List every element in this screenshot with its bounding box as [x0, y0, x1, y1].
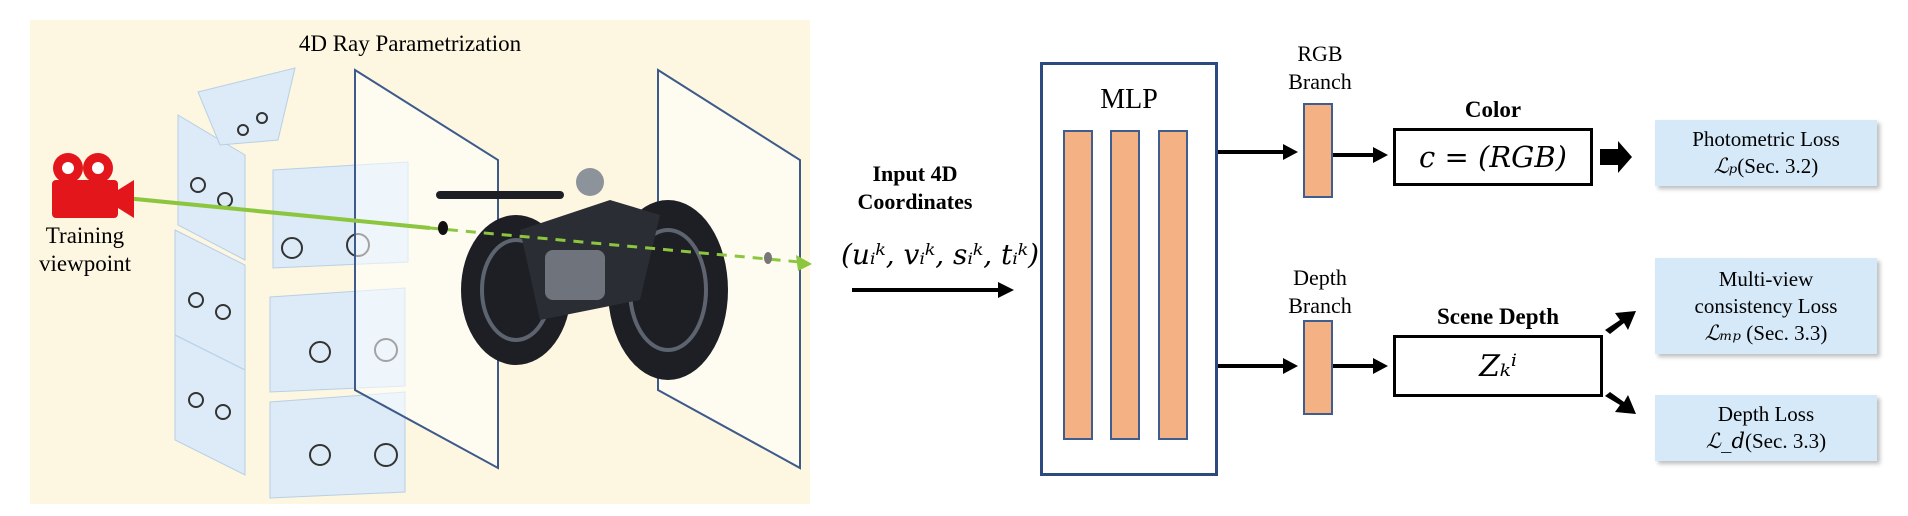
photometric-loss-box: Photometric Loss ℒₚ(Sec. 3.2)	[1655, 120, 1877, 186]
ray-arrowhead	[796, 255, 812, 271]
arrow-depth-to-depthloss	[1605, 392, 1636, 414]
photometric-loss-ref: ℒₚ(Sec. 3.2)	[1655, 153, 1877, 180]
depth-loss-symbol: ℒ_d	[1705, 429, 1745, 453]
color-formula: c = (RGB)	[1393, 128, 1593, 186]
video-camera-icon	[52, 153, 134, 218]
motorcycle-render	[436, 168, 728, 380]
depth-loss-box: Depth Loss ℒ_d(Sec. 3.3)	[1655, 395, 1877, 461]
photometric-loss-section: (Sec. 3.2)	[1737, 154, 1819, 178]
mlp-label: MLP	[1100, 84, 1158, 115]
arrow-color-to-photometric	[1600, 141, 1632, 173]
ray-plane-front	[354, 68, 499, 470]
view-thumbnail	[174, 334, 246, 476]
camera-label-line2: viewpoint	[39, 251, 131, 276]
arrow-depth-to-multiview	[1605, 311, 1636, 334]
color-title: Color	[1464, 97, 1522, 122]
rgb-branch-line1: RGB	[1297, 41, 1343, 66]
scene-title: 4D Ray Parametrization	[298, 31, 522, 56]
camera-label-line1: Training	[45, 223, 125, 248]
multiview-loss-section: (Sec. 3.3)	[1741, 320, 1828, 345]
mlp-layer	[1158, 130, 1188, 440]
input-formula: (uᵢᵏ, vᵢᵏ, sᵢᵏ, tᵢᵏ)	[840, 238, 1040, 271]
multiview-loss-line2: consistency Loss	[1694, 293, 1838, 318]
ray-intersection-point	[764, 252, 772, 264]
mlp-layer	[1063, 130, 1093, 440]
depth-branch-line2: Branch	[1288, 293, 1352, 318]
rgb-branch-label: RGB Branch	[1270, 40, 1370, 96]
depth-branch-line1: Depth	[1293, 265, 1347, 290]
input-title: Input 4D Coordinates	[840, 160, 990, 216]
multiview-loss-ref: ℒₘₚ (Sec. 3.3)	[1655, 320, 1877, 347]
depth-formula: Zₖⁱ	[1393, 335, 1603, 397]
photometric-loss-symbol: ℒₚ	[1713, 154, 1738, 178]
input-title-line2: Coordinates	[857, 189, 973, 214]
multiview-loss-line1: Multi-view	[1718, 266, 1814, 291]
mlp-layer	[1110, 130, 1140, 440]
photometric-loss-title: Photometric Loss	[1692, 127, 1840, 151]
view-thumbnail	[269, 391, 406, 499]
camera-ray-dashed	[429, 226, 801, 264]
multiview-loss-box: Multi-view consistency Loss ℒₘₚ (Sec. 3.…	[1655, 258, 1877, 354]
multiview-loss-symbol: ℒₘₚ	[1704, 320, 1742, 345]
rgb-branch-line2: Branch	[1288, 69, 1352, 94]
input-title-line1: Input 4D	[872, 161, 958, 186]
depth-loss-section: (Sec. 3.3)	[1745, 429, 1827, 453]
camera-label: Training viewpoint	[30, 222, 140, 278]
depth-loss-title: Depth Loss	[1717, 402, 1815, 426]
depth-loss-ref: ℒ_d(Sec. 3.3)	[1655, 428, 1877, 455]
depth-branch-label: Depth Branch	[1270, 264, 1370, 320]
ray-intersection-point	[438, 221, 448, 235]
depth-title: Scene Depth	[1436, 304, 1560, 329]
rgb-branch-block	[1303, 103, 1333, 198]
depth-branch-block	[1303, 320, 1333, 415]
camera-ray	[124, 196, 431, 230]
view-thumbnail	[197, 67, 296, 146]
